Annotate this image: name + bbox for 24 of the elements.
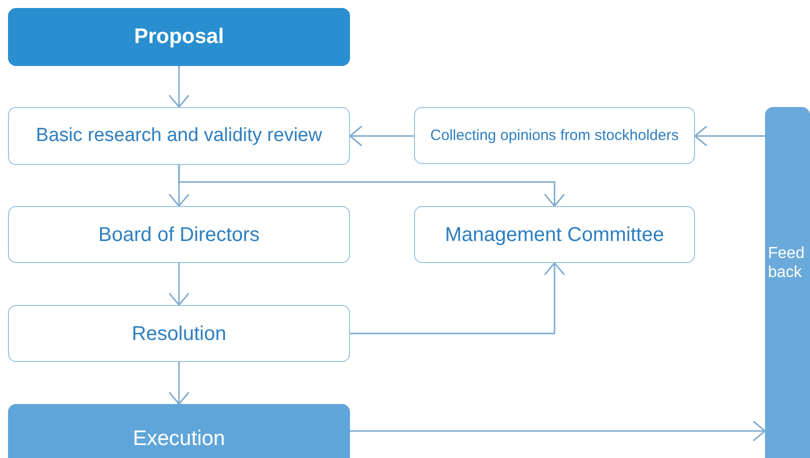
box-label: Proposal <box>133 24 225 50</box>
arrow <box>350 420 766 442</box>
box-label: Resolution <box>130 322 228 346</box>
process-box <box>414 107 695 164</box>
process-box <box>8 206 350 263</box>
box-label: Management Committee <box>444 222 665 246</box>
process-box <box>8 305 350 362</box>
arrow <box>349 125 414 147</box>
box-label: Collecting opinions from stockholders <box>429 126 680 144</box>
process-box <box>8 8 350 66</box>
box-label: Feed back <box>768 244 806 282</box>
arrow <box>178 165 566 207</box>
process-box <box>765 107 810 458</box>
arrow <box>168 263 190 306</box>
arrow <box>694 125 765 147</box>
arrow <box>350 262 566 334</box>
process-box <box>8 107 350 165</box>
box-label: Basic research and validity review <box>34 124 324 148</box>
arrow <box>168 362 190 405</box>
process-box <box>414 206 695 263</box>
box-label: Board of Directors <box>97 222 261 246</box>
box-label: Execution <box>132 426 226 452</box>
arrow <box>168 66 190 108</box>
process-box <box>8 404 350 458</box>
